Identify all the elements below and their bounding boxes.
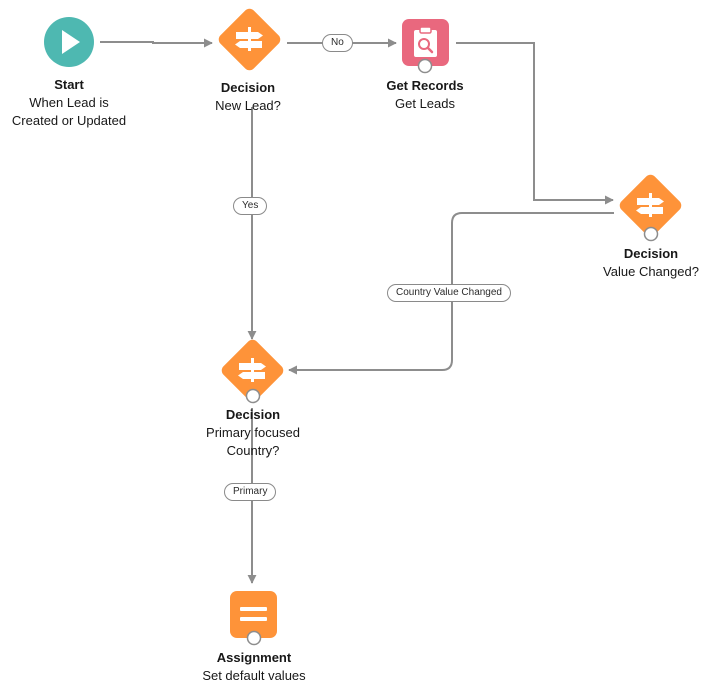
connector-start-to-decision[interactable] [100,38,213,48]
decision-primary-label: Decision Primary focused Country? [188,406,318,460]
connector-get-records-to-value-changed[interactable] [456,42,614,205]
assignment-title: Assignment [216,650,292,665]
decision-primary-title: Decision [225,407,281,422]
get-records-node[interactable] [402,19,449,74]
start-subtitle: When Lead is [29,95,109,110]
play-icon [62,30,80,54]
start-node[interactable] [44,17,94,67]
edge-label-no[interactable]: No [322,34,353,52]
signpost-icon [238,358,266,382]
edge-label-country-value-changed[interactable]: Country Value Changed [387,284,511,302]
edge-label-yes[interactable]: Yes [233,197,268,215]
assignment-connector-handle[interactable] [246,630,262,646]
value-changed-connector-handle[interactable] [643,226,659,242]
decision-new-lead-label: Decision New Lead? [188,79,308,115]
decision-value-changed-title: Decision [623,246,679,261]
decision-new-lead-title: Decision [220,80,276,95]
start-label: Start When Lead is Created or Updated [0,76,138,130]
primary-connector-handle[interactable] [245,388,261,404]
signpost-icon [235,27,263,51]
decision-value-changed-node[interactable] [617,172,683,242]
decision-value-changed-label: Decision Value Changed? [586,245,716,281]
signpost-icon [636,193,664,217]
get-records-subtitle: Get Leads [395,96,455,111]
get-records-connector-handle[interactable] [417,58,433,74]
start-title: Start [54,77,84,92]
assignment-label: Assignment Set default values [184,649,324,685]
decision-primary-node[interactable] [219,337,285,404]
get-records-label: Get Records Get Leads [365,77,485,113]
assignment-node[interactable] [230,591,277,646]
edge-label-primary[interactable]: Primary [224,483,277,501]
decision-primary-subtitle: Primary focused [206,425,300,440]
decision-new-lead-node[interactable] [216,6,282,72]
assignment-subtitle: Set default values [202,668,306,683]
start-subtitle-2: Created or Updated [11,113,127,128]
clipboard-search-icon [414,26,437,57]
decision-value-changed-subtitle: Value Changed? [603,264,699,279]
decision-new-lead-subtitle: New Lead? [215,98,281,113]
decision-primary-subtitle-2: Country? [226,443,280,458]
get-records-title: Get Records [386,78,464,93]
equals-icon [240,607,267,621]
